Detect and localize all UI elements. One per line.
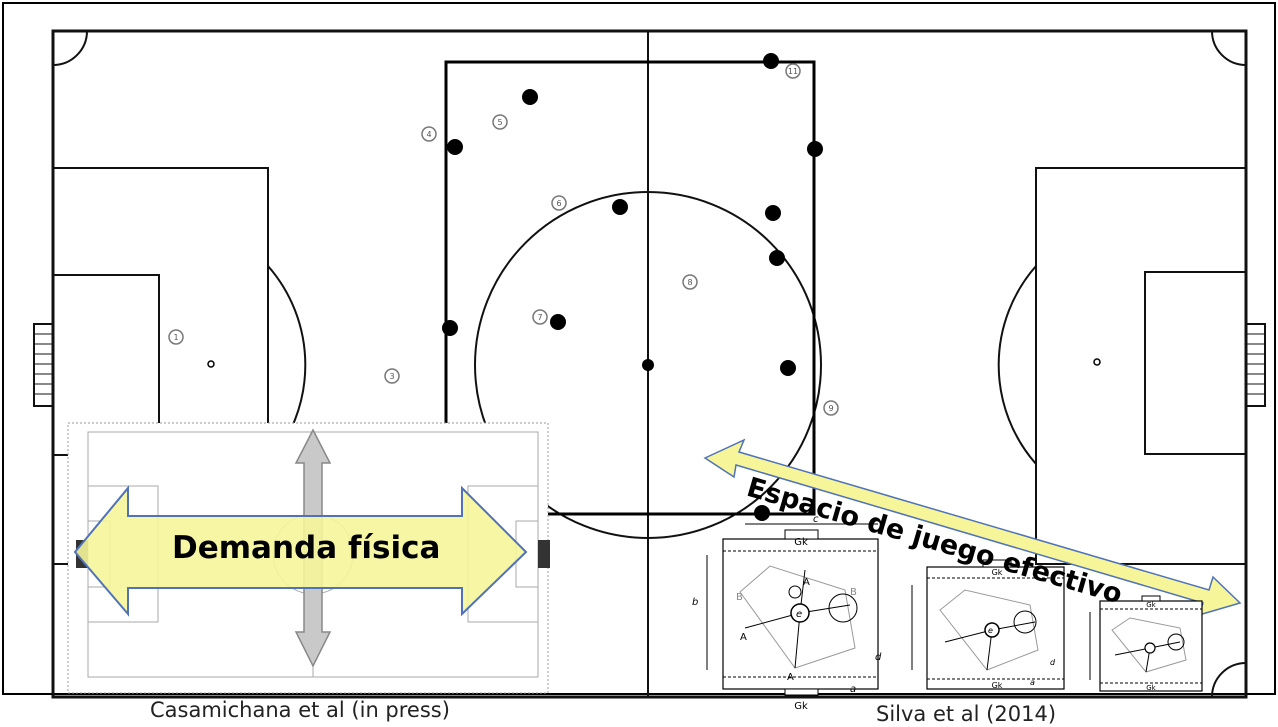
physical-demand-arrow	[73, 485, 528, 617]
player-number: 6	[556, 199, 561, 208]
dark-player	[763, 53, 779, 69]
player-number: 9	[828, 404, 833, 413]
svg-text:a: a	[1030, 678, 1035, 687]
dark-player	[522, 89, 538, 105]
right-penalty-arc	[997, 265, 1037, 465]
caption-silva: Silva et al (2014)	[876, 702, 1057, 726]
svg-text:Gk: Gk	[992, 681, 1003, 690]
svg-text:b: b	[692, 597, 698, 608]
dark-player	[754, 505, 770, 521]
figure-border	[2, 2, 1276, 695]
effective-space-arrow	[703, 438, 1242, 617]
soccer-field	[33, 29, 1266, 699]
corner-arc-top-left	[52, 30, 88, 66]
dark-team-players	[442, 53, 823, 521]
effective-play-area	[444, 60, 816, 516]
player-number: 5	[497, 118, 502, 127]
dark-player	[442, 320, 458, 336]
silva-diagram-labels-medium: Gk Gk e d a	[988, 568, 1056, 690]
svg-text:Gk: Gk	[992, 568, 1003, 577]
center-circle	[474, 191, 822, 539]
svg-text:a: a	[850, 684, 856, 695]
physical-demand-label: Demanda física	[172, 530, 441, 566]
light-team-players	[168, 63, 839, 416]
svg-text:Gk: Gk	[794, 701, 808, 712]
svg-text:Gk: Gk	[794, 537, 808, 548]
right-goal	[1245, 323, 1266, 407]
dark-player	[550, 314, 566, 330]
dark-player	[447, 139, 463, 155]
right-goal-area	[1144, 271, 1247, 455]
dark-player	[807, 141, 823, 157]
svg-text:c: c	[813, 514, 819, 525]
svg-text:e: e	[988, 626, 993, 635]
goal-nets	[34, 333, 1265, 395]
svg-text:A: A	[740, 632, 747, 643]
player-number: 11	[788, 67, 798, 76]
player-number: 1	[173, 333, 178, 342]
svg-text:B: B	[736, 592, 743, 603]
right-penalty-area	[1035, 167, 1247, 565]
caption-casamichana: Casamichana et al (in press)	[150, 698, 450, 722]
dark-player	[780, 360, 796, 376]
silva-diagram-medium	[911, 559, 1065, 690]
player-number: 8	[687, 278, 692, 287]
corner-arc-top-right	[1211, 30, 1247, 66]
dark-player	[769, 250, 785, 266]
dark-player	[612, 199, 628, 215]
svg-text:d: d	[1050, 658, 1056, 667]
svg-text:Gk: Gk	[1146, 601, 1156, 609]
left-goal	[33, 323, 54, 407]
svg-text:e: e	[796, 609, 802, 620]
player-number: 3	[389, 372, 394, 381]
center-spot	[642, 359, 654, 371]
svg-text:A: A	[787, 672, 794, 683]
silva-diagram-large	[706, 523, 879, 696]
svg-text:A: A	[803, 577, 810, 588]
player-number-labels: 1 3 4 5 6 7 8 9 11	[173, 67, 833, 413]
svg-text:d: d	[875, 652, 882, 663]
silva-diagram-labels-small: Gk Gk	[1146, 601, 1156, 692]
player-number: 7	[537, 313, 542, 322]
silva-diagram-labels-large: Gk Gk c b A A A B B e d a	[692, 514, 882, 712]
corner-arc-bottom-right	[1211, 662, 1247, 698]
right-penalty-spot	[1093, 358, 1101, 366]
left-penalty-spot	[207, 360, 215, 368]
player-number: 4	[426, 130, 431, 139]
dark-player	[765, 205, 781, 221]
svg-text:Gk: Gk	[1146, 684, 1156, 692]
silva-diagram-small	[1089, 595, 1203, 692]
svg-text:B: B	[850, 587, 857, 598]
inset-right-goal	[538, 540, 550, 568]
